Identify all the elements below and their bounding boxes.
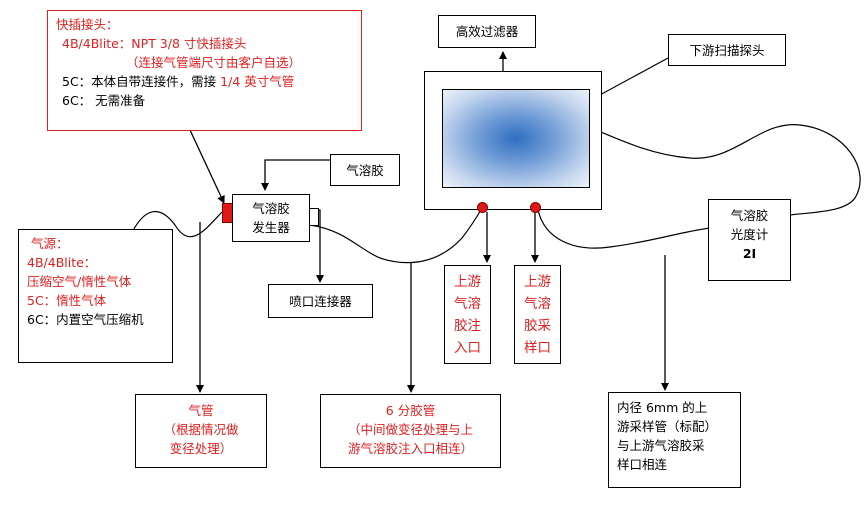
- upstream-sample-line3: 胶采: [524, 318, 551, 334]
- gas-tube-line3: 变径处理）: [169, 441, 233, 456]
- upstream-inject-line4: 入口: [454, 340, 481, 356]
- gas-source-box: 气源： 4B/4Blite： 压缩空气/惰性气体 5C：惰性气体 6C：内置空气…: [18, 229, 173, 363]
- gas-tube-line2: （根据情况做: [163, 422, 239, 437]
- upstream-inject-box: 上游 气溶 胶注 入口: [444, 265, 491, 364]
- gas-source-line1: 4B/4Blite：: [27, 255, 97, 270]
- downstream-probe-label: 下游扫描探头: [689, 43, 765, 58]
- gas-source-title: 气源：: [31, 236, 69, 251]
- aerosol-generator-box: 气溶胶 发生器: [232, 194, 310, 242]
- aerosol-label-box: 气溶胶: [330, 154, 400, 186]
- sample-tube-line1: 内径 6mm 的上: [617, 400, 708, 415]
- gas-tube-box: 气管 （根据情况做 变径处理）: [135, 394, 267, 468]
- upstream-sample-box: 上游 气溶 胶采 样口: [514, 265, 561, 364]
- tube-6-line3: 游气溶胶注入口相连）: [347, 441, 473, 456]
- filter-screen: [442, 89, 590, 188]
- photometer-line1: 气溶胶: [730, 208, 769, 223]
- hepa-label: 高效过滤器: [455, 24, 519, 39]
- upstream-inject-line1: 上游: [454, 274, 481, 290]
- upstream-inject-dot: [477, 202, 488, 213]
- sample-tube-box: 内径 6mm 的上 游采样管（标配） 与上游气溶胶采 样口相连: [608, 392, 741, 488]
- quick-connector-line3-black: 5C：本体自带连接件，需接: [62, 74, 221, 89]
- quick-connector-box: 快插接头： 4B/4Blite：NPT 3/8 寸快插接头 （连接气管端尺寸由客…: [47, 10, 362, 131]
- quick-connector-line2: （连接气管端尺寸由客户自选）: [126, 55, 302, 70]
- upstream-sample-line1: 上游: [524, 274, 551, 290]
- tube-6-line1: 6 分胶管: [385, 403, 436, 418]
- sample-hose: [537, 209, 711, 249]
- gas-source-line2: 压缩空气/惰性气体: [27, 274, 132, 289]
- photometer-line3: 2I: [742, 246, 757, 261]
- quick-connector-line4: 6C： 无需准备: [62, 93, 146, 108]
- nozzle-connector-box: 喷口连接器: [268, 284, 373, 318]
- hepa-filter-box: 高效过滤器: [438, 15, 536, 48]
- tube-6-line2: （中间做变径处理与上: [347, 422, 473, 437]
- aerosol-in-arrow: [261, 159, 330, 191]
- quick-connector-title: 快插接头：: [56, 17, 119, 32]
- generator-line1: 气溶胶: [252, 201, 290, 216]
- generator-line2: 发生器: [252, 220, 290, 235]
- quick-connector-line1: 4B/4Blite：NPT 3/8 寸快插接头: [62, 36, 247, 51]
- nozzle-label: 喷口连接器: [289, 294, 352, 309]
- tube-6-hose: [309, 207, 483, 264]
- upstream-sample-line2: 气溶: [524, 296, 551, 312]
- downstream-probe-box: 下游扫描探头: [668, 34, 786, 66]
- gas-source-line3: 5C：惰性气体: [27, 293, 107, 308]
- photometer-line2: 光度计: [730, 227, 769, 242]
- gas-source-line4: 6C：内置空气压缩机: [27, 312, 144, 327]
- upstream-sample-line4: 样口: [524, 340, 551, 356]
- sample-tube-line4: 样口相连: [617, 457, 668, 472]
- aerosol-label: 气溶胶: [346, 163, 384, 178]
- gas-tube-line1: 气管: [188, 403, 214, 418]
- upstream-inject-line2: 气溶: [454, 296, 481, 312]
- photometer-box: 气溶胶 光度计 2I: [708, 199, 791, 281]
- sample-tube-line3: 与上游气溶胶采: [617, 438, 705, 453]
- tube-6-box: 6 分胶管 （中间做变径处理与上 游气溶胶注入口相连）: [320, 394, 501, 468]
- sample-tube-line2: 游采样管（标配）: [617, 419, 718, 434]
- quick-connector-line3: 5C：本体自带连接件，需接 1/4 英寸气管: [56, 72, 353, 91]
- upstream-inject-line3: 胶注: [454, 318, 481, 334]
- generator-outlet: [309, 208, 319, 226]
- upstream-sample-dot: [530, 202, 541, 213]
- quick-connector-arrow: [189, 129, 225, 204]
- quick-connector-line3-red: 1/4 英寸气管: [220, 74, 295, 89]
